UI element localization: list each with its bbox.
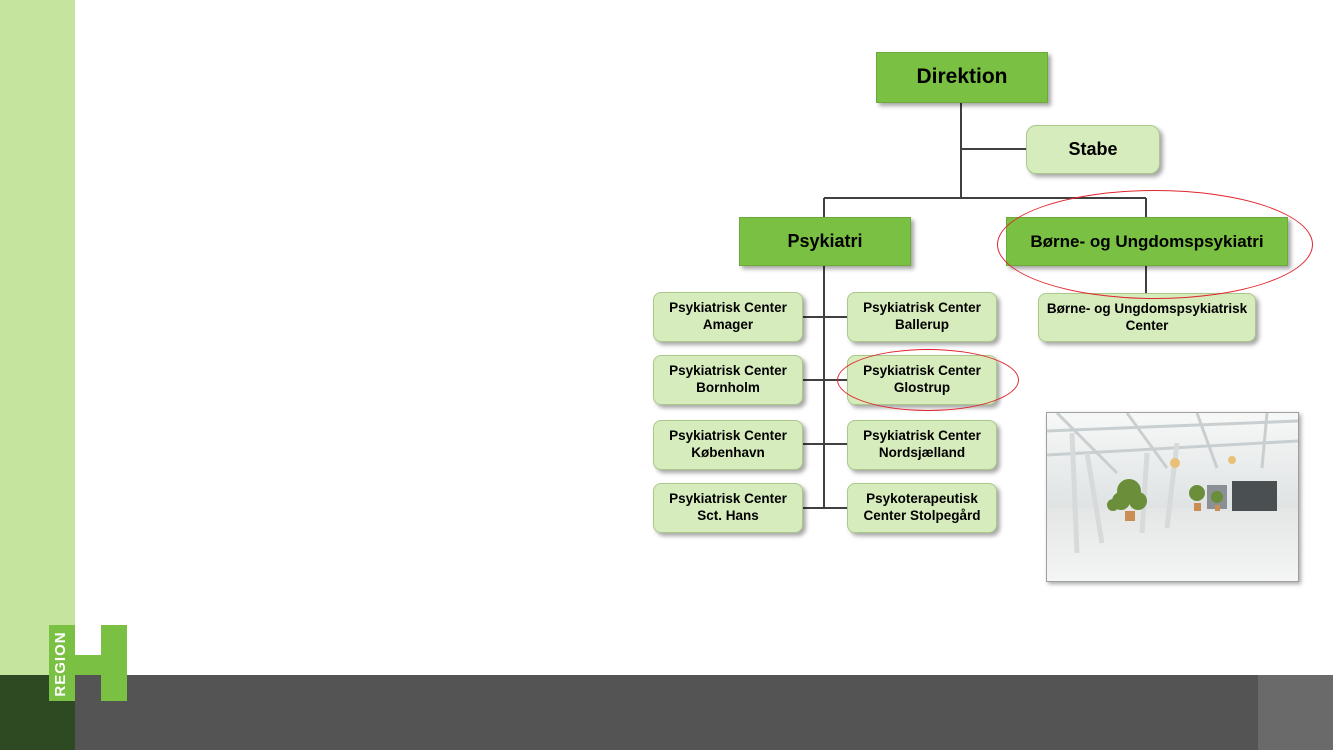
region-h-logo [49,625,127,701]
center-line1: Psykiatrisk Center [863,363,981,379]
center-line2: Center Stolpegård [863,508,981,523]
node-center-amager: Psykiatrisk Center Amager [653,292,803,342]
footer-page-block [1258,675,1333,750]
atrium-illustration [1047,413,1298,581]
node-bup-label: Børne- og Ungdomspsykiatri [1030,231,1264,251]
node-center-bornholm: Psykiatrisk Center Bornholm [653,355,803,405]
node-direktion: Direktion [876,52,1048,103]
center-line2: Ballerup [894,317,949,332]
node-direktion-label: Direktion [916,65,1008,89]
center-line2: Bornholm [696,380,760,395]
center-line2: Glostrup [893,380,951,395]
node-psykiatri: Psykiatri [739,217,911,266]
node-bup-center: Børne- og Ungdomspsykiatrisk Center [1038,293,1256,342]
bup-center-line1: Børne- og Ungdomspsykiatrisk [1046,300,1248,316]
node-center-sct-hans: Psykiatrisk Center Sct. Hans [653,483,803,533]
node-center-stolpegard: Psykoterapeutisk Center Stolpegård [847,483,997,533]
node-stabe-label: Stabe [1068,139,1118,160]
center-line1: Psykiatrisk Center [669,428,787,444]
node-bup: Børne- og Ungdomspsykiatri [1006,217,1288,266]
bup-center-line2: Center [1125,317,1169,333]
center-line1: Psykoterapeutisk [866,491,978,507]
node-psykiatri-label: Psykiatri [787,231,863,252]
center-line2: Nordsjælland [878,445,966,460]
center-line1: Psykiatrisk Center [863,300,981,316]
node-center-ballerup: Psykiatrisk Center Ballerup [847,292,997,342]
center-line1: Psykiatrisk Center [669,491,787,507]
center-line2: Amager [702,317,754,332]
node-center-glostrup: Psykiatrisk Center Glostrup [847,355,997,405]
center-line1: Psykiatrisk Center [669,300,787,316]
center-line2: Sct. Hans [697,508,759,523]
center-line1: Psykiatrisk Center [863,428,981,444]
node-center-nordsjaelland: Psykiatrisk Center Nordsjælland [847,420,997,470]
sidebar-strip [0,0,75,675]
footer-bar [0,675,1333,750]
center-line1: Psykiatrisk Center [669,363,787,379]
node-center-kobenhavn: Psykiatrisk Center København [653,420,803,470]
hospital-atrium-photo [1046,412,1299,582]
center-line2: København [691,445,765,460]
node-stabe: Stabe [1026,125,1160,174]
